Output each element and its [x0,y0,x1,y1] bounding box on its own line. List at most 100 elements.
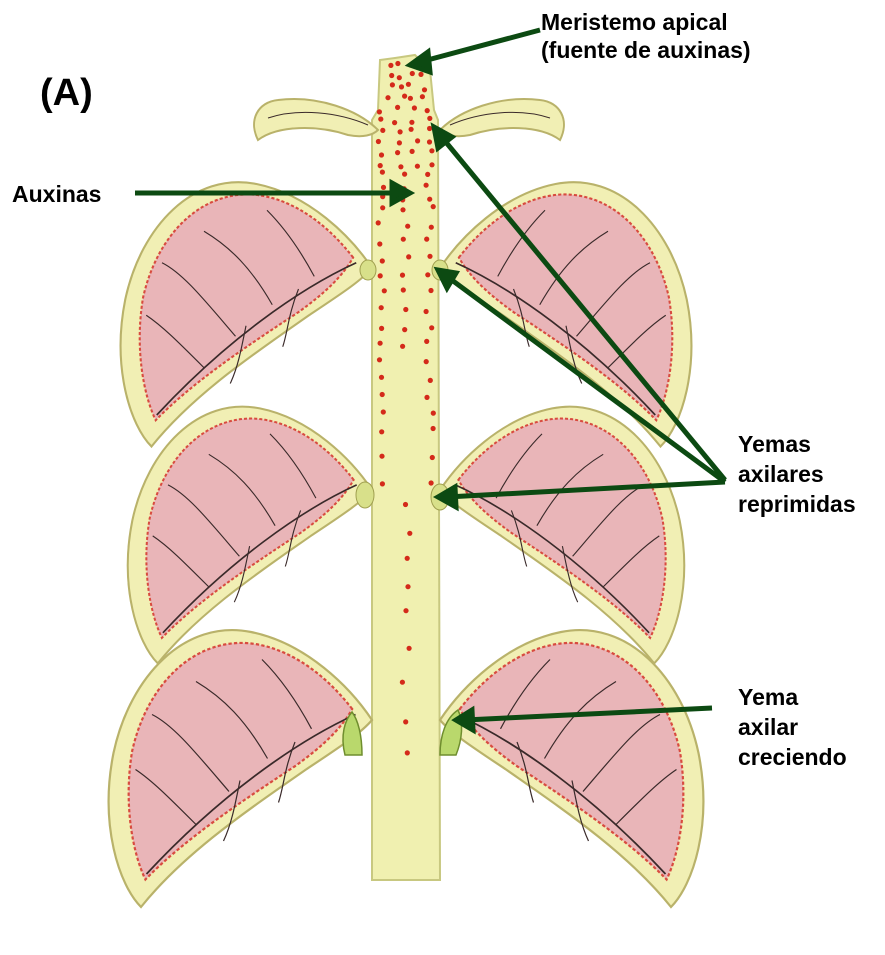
auxin-dot [406,82,411,87]
auxin-dot [398,129,403,134]
auxin-dot [379,326,384,331]
auxin-dot [400,207,405,212]
auxin-dot [405,556,410,561]
auxin-dot [379,429,384,434]
auxin-dot [407,531,412,536]
auxin-dot [379,375,384,380]
axillary-bud [356,482,374,508]
auxin-dot [428,288,433,293]
label-line: (fuente de auxinas) [541,36,751,64]
auxin-dot [429,162,434,167]
auxin-dot [381,409,386,414]
auxin-dot [380,481,385,486]
auxin-dot [378,273,383,278]
auxin-dot [400,680,405,685]
auxin-dot [397,140,402,145]
auxin-dot [415,164,420,169]
auxin-dot [392,120,397,125]
auxin-dot [431,426,436,431]
auxin-dot [431,411,436,416]
auxin-dot [388,63,393,68]
auxin-dot [427,139,432,144]
auxin-dot [395,150,400,155]
auxin-dot [401,237,406,242]
auxin-dot [420,94,425,99]
auxin-dot [377,241,382,246]
leaf [128,407,372,664]
auxin-dot [381,185,386,190]
auxin-dot [401,287,406,292]
auxin-dot [378,341,383,346]
auxin-dot [409,120,414,125]
auxin-dot [418,72,423,77]
auxin-dot [402,172,407,177]
auxin-dot [395,105,400,110]
auxin-dot [408,96,413,101]
auxin-dot [390,82,395,87]
label-growing-bud: Yema axilar creciendo [738,683,847,773]
auxin-dot [429,225,434,230]
auxin-dot [409,127,414,132]
auxin-dot [410,149,415,154]
auxin-dot [376,220,381,225]
auxin-dot [405,584,410,589]
auxin-dot [382,288,387,293]
auxin-dot [429,148,434,153]
auxin-dot [377,109,382,114]
auxin-dot [407,646,412,651]
leaf [440,407,684,664]
leaf [440,99,564,140]
auxin-dot [397,75,402,80]
auxin-dot [376,139,381,144]
auxin-dot [380,205,385,210]
auxin-dot [403,719,408,724]
auxin-dot [406,254,411,259]
label-line: creciendo [738,743,847,773]
auxin-dot [379,454,384,459]
auxin-dot [424,339,429,344]
auxin-dot [427,116,432,121]
auxin-dot [395,61,400,66]
auxin-dot [429,325,434,330]
leaf [109,630,372,907]
auxin-dot [425,108,430,113]
auxin-dot [428,378,433,383]
auxin-dot [425,272,430,277]
auxin-dot [380,258,385,263]
arrowhead [438,270,456,288]
auxin-dot [424,237,429,242]
auxin-dot [385,95,390,100]
auxin-dot [379,305,384,310]
auxin-dot [378,117,383,122]
plant-stem [372,55,440,880]
auxin-dot [378,163,383,168]
auxin-dot [412,105,417,110]
auxin-dot [425,172,430,177]
auxin-dot [400,273,405,278]
auxin-dot [415,138,420,143]
auxin-dot [410,71,415,76]
label-auxins: Auxinas [12,180,101,208]
leaf [440,630,703,907]
auxin-dot [399,84,404,89]
label-line: Meristemo apical [541,8,751,36]
auxin-dot [424,359,429,364]
label-line: Yema [738,683,847,713]
auxin-dot [427,197,432,202]
label-repressed-buds: Yemas axilares reprimidas [738,430,856,520]
label-line: axilar [738,713,847,743]
leaf [254,99,378,140]
auxin-dot [402,94,407,99]
label-line: Yemas [738,430,856,460]
panel-letter: (A) [40,70,93,116]
auxin-dot [380,128,385,133]
auxin-dot [424,183,429,188]
auxin-dot [379,152,384,157]
label-line: reprimidas [738,490,856,520]
auxin-dot [403,608,408,613]
auxin-dot [405,224,410,229]
auxin-dot [380,392,385,397]
auxin-dot [400,344,405,349]
auxin-dot [424,395,429,400]
axillary-bud [360,260,376,280]
